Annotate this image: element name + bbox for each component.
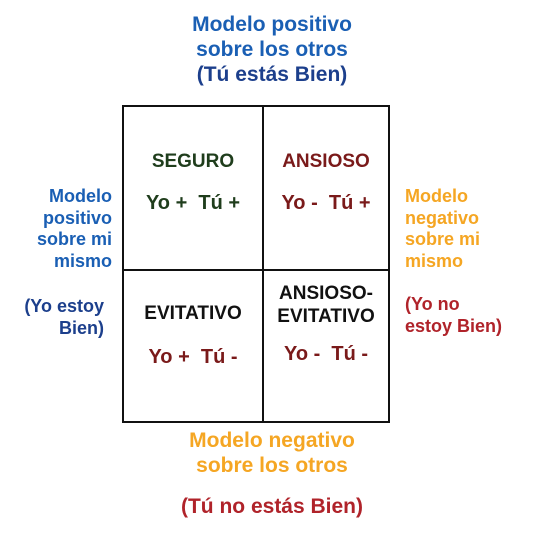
bottom-axis-line1: Modelo negativo [189,429,355,452]
quadrant-title: EVITATIVO [144,303,242,324]
grid-horizontal-divider [124,269,388,271]
quadrant-title-line1: ANSIOSO- [279,283,373,304]
left-axis-line4: mismo [53,250,112,271]
left-axis-line2: positivo [42,207,112,228]
right-axis-line3: sobre mi [405,229,481,250]
left-axis-line1: Modelo [49,186,112,206]
quadrant-value: Yo - Tú + [281,191,371,214]
left-axis-note: (Yo estoy Bien) [4,296,104,339]
quadrant-seguro: SEGURO Yo + Tú + [124,151,262,215]
right-axis-label: Modelo negativo sobre mi mismo [405,186,535,272]
right-axis-line1: Modelo [405,186,468,206]
top-axis-line1: Modelo positivo [192,13,352,36]
grid-vertical-divider [262,107,264,421]
bottom-axis-note: (Tú no estás Bien) [180,495,364,518]
top-axis-line3: (Tú estás Bien) [196,63,348,87]
right-axis-note: (Yo no estoy Bien) [405,294,540,337]
left-axis-label: Modelo positivo sobre mi mismo [4,186,112,272]
right-note-line1: (Yo no [405,294,460,314]
quadrant-ansioso-evitativo: ANSIOSO- EVITATIVO Yo - Tú - [264,283,388,366]
quadrant-grid: SEGURO Yo + Tú + ANSIOSO Yo - Tú + EVITA… [122,105,390,423]
quadrant-title-line2: EVITATIVO [277,305,375,327]
right-note-line2: estoy Bien) [405,315,503,336]
quadrant-value: Yo + Tú - [148,345,238,368]
bottom-axis-line2: sobre los otros [196,454,348,478]
bottom-axis-label: Modelo negativo sobre los otros [92,428,452,478]
quadrant-value: Yo - Tú - [283,342,369,365]
top-axis-label: Modelo positivo sobre los otros (Tú está… [92,12,452,88]
quadrant-title: SEGURO [151,151,235,172]
right-axis-line2: negativo [405,207,480,228]
quadrant-title: ANSIOSO [282,151,370,172]
quadrant-value: Yo + Tú + [145,191,241,214]
right-axis-line4: mismo [405,250,464,271]
left-note-line2: Bien) [59,317,104,338]
left-note-line1: (Yo estoy [24,296,104,316]
top-axis-line2: sobre los otros [196,38,348,62]
quadrant-evitativo: EVITATIVO Yo + Tú - [124,303,262,369]
quadrant-ansioso: ANSIOSO Yo - Tú + [264,151,388,215]
left-axis-line3: sobre mi [36,229,112,250]
